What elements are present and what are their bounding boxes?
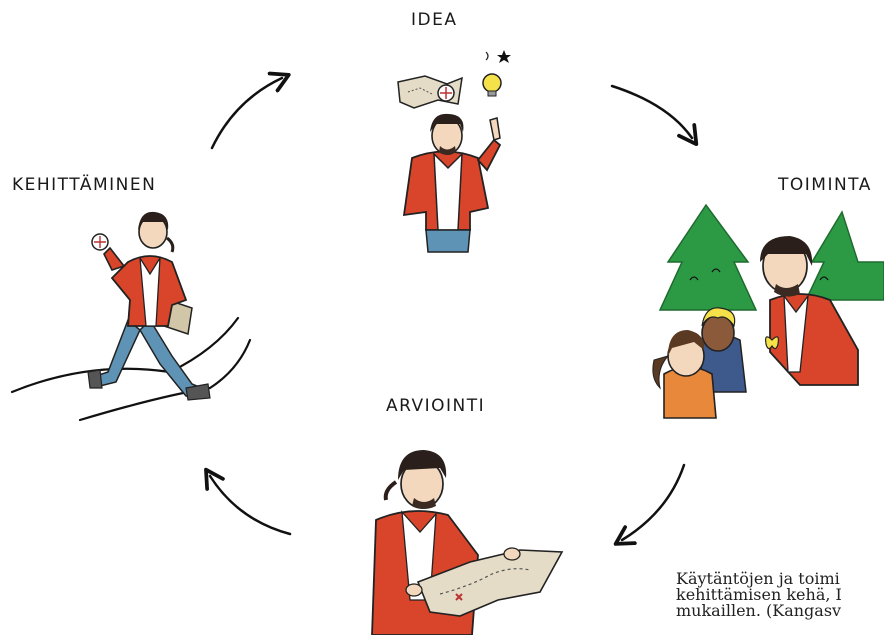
caption-line-1: Käytäntöjen ja toimi <box>676 569 840 588</box>
stage-label-arviointi: ARVIOINTI <box>386 396 486 416</box>
arrow-arviointi-to-kehittaminen <box>204 467 292 536</box>
arrow-kehittaminen-to-idea <box>210 71 291 150</box>
toiminta-illustration <box>652 203 884 419</box>
stage-label-idea: IDEA <box>411 10 458 30</box>
kehittaminen-illustration <box>10 211 252 422</box>
caption-line-3: mukaillen. (Kangasv <box>676 601 842 620</box>
arviointi-illustration <box>371 450 564 635</box>
figure-caption: Käytäntöjen ja toimi kehittämisen kehä, … <box>676 571 884 619</box>
caption-line-2: kehittämisen kehä, I <box>676 585 842 604</box>
stage-label-kehittaminen: KEHITTÄMINEN <box>12 175 157 195</box>
idea-illustration <box>397 50 511 253</box>
arrow-toiminta-to-arviointi <box>613 463 686 546</box>
arrow-idea-to-toiminta <box>610 84 699 147</box>
stage-label-toiminta: TOIMINTA <box>778 175 872 195</box>
